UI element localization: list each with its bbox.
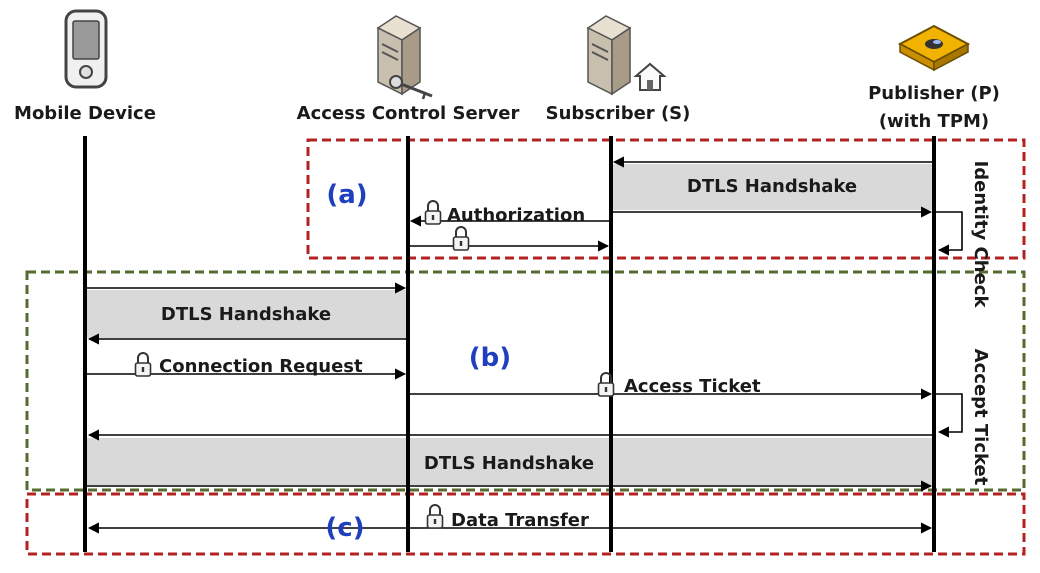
padlock-icon-data-transfer <box>426 504 444 529</box>
padlock-icon-access-ticket <box>597 372 615 397</box>
phase-label-a: (a) <box>326 180 367 210</box>
tpm-chip-icon <box>897 24 971 72</box>
handshake-band-subscriber-publisher <box>612 164 932 210</box>
self-arrow-accept-ticket <box>936 393 963 438</box>
message-dtls-handshake-mobile-acs: DTLS Handshake <box>161 304 331 325</box>
handshake-band-mobile-publisher <box>86 438 932 485</box>
actor-label-publisher-line2: (with TPM) <box>879 111 989 132</box>
mobile-phone-icon <box>64 9 108 89</box>
actor-label-mobile: Mobile Device <box>14 103 156 124</box>
message-access-ticket: Access Ticket <box>624 376 761 397</box>
server-home-icon <box>586 15 667 96</box>
phase-b-box <box>25 270 1026 492</box>
phase-label-b: (b) <box>469 343 511 373</box>
handshake-band-mobile-acs <box>86 290 407 338</box>
self-arrow-identity-check <box>936 211 963 256</box>
padlock-icon-authorization <box>424 200 442 225</box>
server-key-icon <box>376 15 433 100</box>
phase-label-c: (c) <box>325 513 364 543</box>
padlock-icon-acs-reply <box>452 226 470 251</box>
message-data-transfer: Data Transfer <box>451 510 589 531</box>
message-connection-request: Connection Request <box>159 356 363 377</box>
side-label-accept-ticket: Accept Ticket <box>970 349 991 486</box>
actor-label-acs: Access Control Server <box>297 103 520 124</box>
actor-label-subscriber: Subscriber (S) <box>546 103 691 124</box>
side-label-identity-check: Identity Check <box>970 161 991 309</box>
message-authorization: Authorization <box>447 205 585 226</box>
actor-label-publisher-line1: Publisher (P) <box>868 83 1000 104</box>
phase-a-box <box>306 138 1026 260</box>
message-dtls-handshake-subscriber-publisher: DTLS Handshake <box>687 176 857 197</box>
phase-c-box <box>25 492 1026 556</box>
message-dtls-handshake-mobile-publisher: DTLS Handshake <box>424 453 594 474</box>
padlock-icon-connection-request <box>134 352 152 377</box>
